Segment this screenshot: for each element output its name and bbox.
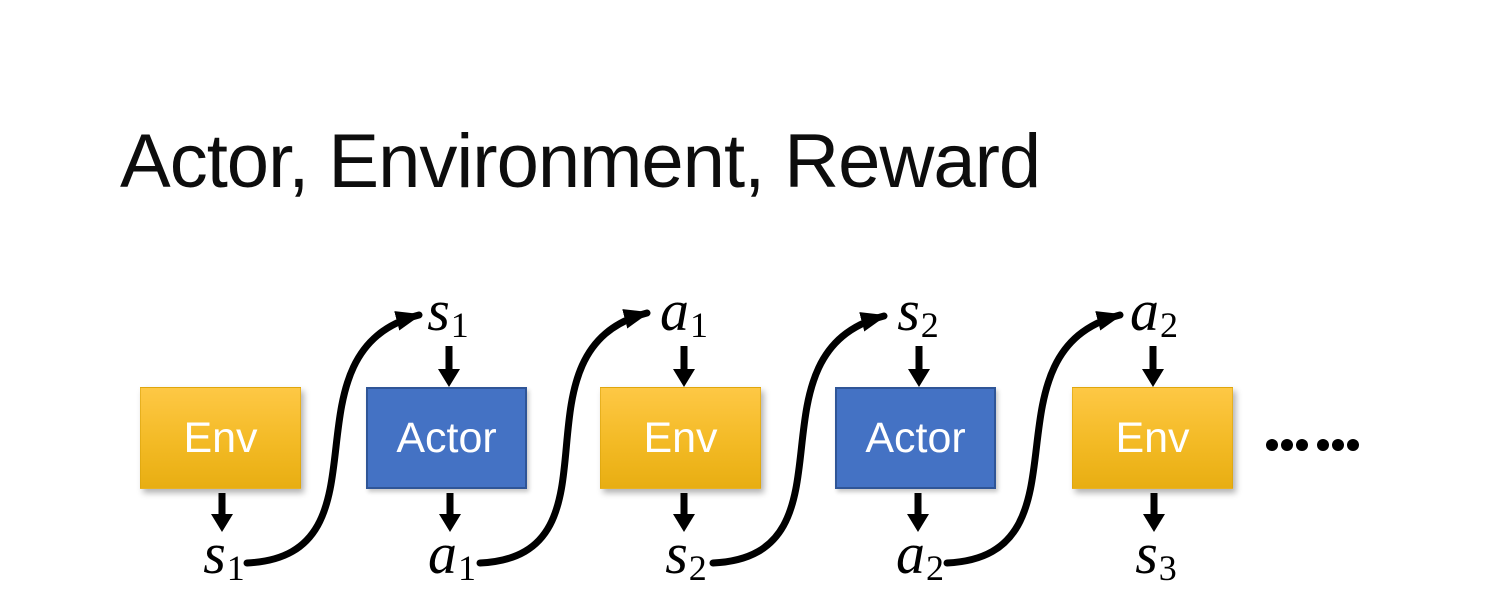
bottom-label-s2-sub: 2	[688, 548, 707, 589]
top-label-a2-base: a	[1130, 278, 1159, 343]
top-label-a1: a1	[660, 282, 708, 346]
actor-box-2-label: Actor	[865, 413, 966, 462]
ellipsis-dot	[1281, 438, 1293, 451]
top-label-s2-base: s	[897, 278, 920, 343]
env-box-1: Env	[140, 387, 301, 489]
bottom-label-a2: a2	[896, 525, 944, 589]
bottom-label-a1: a1	[428, 525, 476, 589]
ellipsis-dot	[1332, 438, 1344, 451]
ellipsis-dot	[1347, 438, 1359, 451]
input-arrow-a1	[673, 346, 695, 387]
top-label-s1: s1	[427, 282, 469, 346]
slide-title: Actor, Environment, Reward	[120, 119, 1041, 204]
env-box-3-label: Env	[1115, 413, 1190, 462]
input-arrow-s1	[438, 346, 460, 387]
env-box-2: Env	[600, 387, 761, 489]
bottom-label-a2-sub: 2	[926, 548, 944, 589]
bottom-label-s3-sub: 3	[1158, 548, 1177, 589]
bottom-label-s2: s2	[665, 525, 707, 589]
input-arrow-a2	[1142, 346, 1164, 387]
bottom-label-s1: s1	[203, 525, 245, 589]
top-label-a1-sub: 1	[690, 305, 708, 346]
top-label-s1-base: s	[427, 278, 450, 343]
top-label-s2-sub: 2	[920, 305, 939, 346]
top-label-a2: a2	[1130, 282, 1178, 346]
bottom-label-s1-base: s	[203, 521, 226, 586]
bottom-label-s3-base: s	[1135, 521, 1158, 586]
actor-box-1-label: Actor	[396, 413, 497, 462]
env-box-2-label: Env	[643, 413, 718, 462]
env-box-1-label: Env	[183, 413, 258, 462]
ellipsis-dots	[1266, 438, 1359, 451]
actor-box-2: Actor	[835, 387, 996, 489]
ellipsis-dot	[1317, 438, 1329, 451]
env-box-3: Env	[1072, 387, 1233, 489]
bottom-label-a1-sub: 1	[458, 548, 476, 589]
bottom-label-s2-base: s	[665, 521, 688, 586]
ellipsis-dot	[1266, 438, 1278, 451]
input-arrow-s2	[908, 346, 930, 387]
top-label-a1-base: a	[660, 278, 689, 343]
ellipsis-dot	[1296, 438, 1308, 451]
top-label-a2-sub: 2	[1160, 305, 1178, 346]
actor-box-1: Actor	[366, 387, 527, 489]
top-label-s1-sub: 1	[450, 305, 469, 346]
bottom-label-a2-base: a	[896, 521, 925, 586]
top-label-s2: s2	[897, 282, 939, 346]
bottom-label-s3: s3	[1135, 525, 1177, 589]
bottom-label-a1-base: a	[428, 521, 457, 586]
bottom-label-s1-sub: 1	[226, 548, 245, 589]
